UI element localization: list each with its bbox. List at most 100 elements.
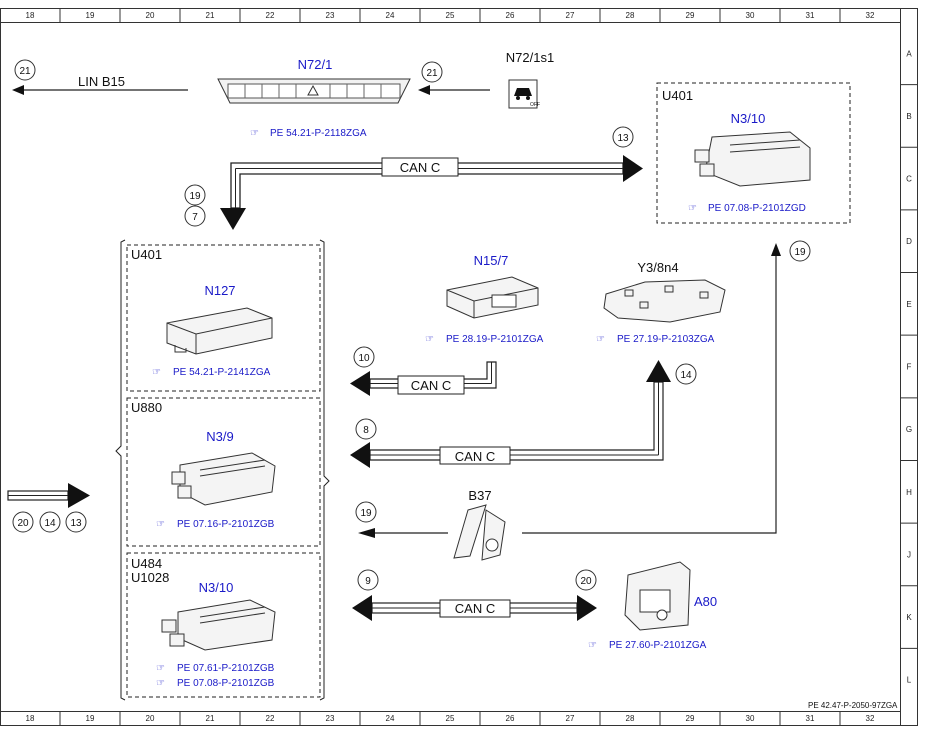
y3-8n4-label: Y3/8n4	[637, 260, 678, 275]
n3-10-left-ref2: PE 07.08-P-2101ZGB	[177, 678, 275, 689]
n3-10-left-ref1: PE 07.61-P-2101ZGB	[177, 663, 275, 674]
n72-1-control-panel: N72/1 ☞ PE 54.21-P-2118ZGA	[217, 57, 411, 139]
footer-reference: PE 42.47-P-2050-97ZGA	[808, 701, 898, 710]
pointer-hand-icon: ☞	[425, 334, 434, 345]
grid-column-label-bottom: 29	[686, 714, 695, 723]
a80-module: A80 ☞ PE 27.60-P-2101ZGA	[588, 561, 717, 651]
circle-7-left: 7	[192, 212, 198, 223]
grid-column-label-top: 20	[146, 11, 155, 20]
circle-20-a80: 20	[580, 576, 592, 587]
accelerator-pedal-icon	[453, 504, 506, 561]
can-c-a80-bus: CAN C 9 20	[352, 569, 597, 621]
can-c-y3-bus: CAN C 8 14	[350, 360, 697, 468]
can-c-top-label: CAN C	[400, 160, 440, 175]
pointer-hand-icon: ☞	[250, 128, 259, 139]
b37-label: B37	[468, 488, 491, 503]
grid-row-label: L	[907, 676, 912, 685]
grid-column-label-top: 23	[326, 11, 335, 20]
lin-connection: 21 LIN B15	[12, 59, 188, 95]
can-c-a80-label: CAN C	[455, 601, 495, 616]
n3-9-ref: PE 07.16-P-2101ZGB	[177, 519, 275, 530]
grid-column-label-top: 24	[386, 11, 395, 20]
b37-to-u401-line: 19	[522, 240, 811, 534]
u880-group-label: U880	[131, 400, 162, 415]
u401-left-group-label: U401	[131, 247, 162, 262]
circle-13-top: 13	[617, 133, 629, 144]
grid-column-label-bottom: 23	[326, 714, 335, 723]
circle-19-left: 19	[189, 191, 201, 202]
u1028-group-label: U1028	[131, 570, 169, 585]
n127-label: N127	[204, 283, 235, 298]
lin-label: LIN B15	[78, 74, 125, 89]
u484-group-label: U484	[131, 556, 162, 571]
left-module-bracket	[115, 239, 330, 701]
u880-group: U880 N3/9 ☞ PE 07.16-P-2101ZGB	[126, 397, 321, 547]
grid-column-label-top: 26	[506, 11, 515, 20]
ecu-icon	[694, 131, 811, 187]
ecu-icon	[171, 452, 276, 506]
pointer-hand-icon: ☞	[156, 678, 165, 689]
grid-column-label-top: 27	[566, 11, 575, 20]
grid-column-label-bottom: 32	[866, 714, 875, 723]
grid-row-label: K	[906, 613, 912, 622]
grid-column-label-top: 31	[806, 11, 815, 20]
pointer-hand-icon: ☞	[152, 367, 161, 378]
circle-8: 8	[363, 425, 369, 436]
u401-left-group: U401 N127 ☞ PE 54.21-P-2141ZGA	[126, 244, 321, 392]
grid-row-label: B	[906, 112, 911, 121]
switch-circle-label: 21	[426, 68, 438, 79]
grid-column-label-top: 19	[86, 11, 95, 20]
valve-body-icon	[603, 279, 726, 323]
can-c-n15-label: CAN C	[411, 378, 451, 393]
a80-label: A80	[694, 594, 717, 609]
circle-14-y3: 14	[680, 370, 692, 381]
pointer-hand-icon: ☞	[588, 640, 597, 651]
grid-row-label: E	[906, 300, 911, 309]
n15-7-label: N15/7	[474, 253, 509, 268]
can-c-y3-label: CAN C	[455, 449, 495, 464]
y3-8n4-ref: PE 27.19-P-2103ZGA	[617, 334, 715, 345]
u401-top-group-label: U401	[662, 88, 693, 103]
grid-column-label-top: 28	[626, 11, 635, 20]
grid-border: 1818191920202121222223232424252526262727…	[26, 8, 917, 725]
grid-column-label-bottom: 24	[386, 714, 395, 723]
grid-column-label-bottom: 31	[806, 714, 815, 723]
pointer-hand-icon: ☞	[688, 203, 697, 214]
grid-column-label-top: 21	[206, 11, 215, 20]
n72-1s1-label: N72/1s1	[506, 50, 554, 65]
circle-20-in: 20	[17, 518, 29, 529]
can-c-n15-bus: CAN C 10	[350, 346, 497, 396]
grid-column-label-bottom: 20	[146, 714, 155, 723]
grid-column-label-bottom: 22	[266, 714, 275, 723]
grid-row-label: A	[906, 49, 912, 58]
hazard-icon	[307, 84, 319, 96]
grid-column-label-bottom: 25	[446, 714, 455, 723]
grid-row-label: F	[907, 363, 912, 372]
n3-9-label: N3/9	[206, 429, 233, 444]
grid-column-label-top: 30	[746, 11, 755, 20]
n3-10-top-ref: PE 07.08-P-2101ZGD	[708, 203, 806, 214]
grid-row-label: C	[906, 175, 912, 184]
grid-column-label-top: 29	[686, 11, 695, 20]
u401-top-group: U401 N3/10 ☞ PE 07.08-P-2101ZGD	[656, 82, 851, 224]
pointer-hand-icon: ☞	[156, 663, 165, 674]
n127-ref: PE 54.21-P-2141ZGA	[173, 367, 271, 378]
grid-column-label-top: 32	[866, 11, 875, 20]
n72-1s1-switch: 21 N72/1s1 OFF	[418, 50, 554, 109]
a80-ref: PE 27.60-P-2101ZGA	[609, 640, 707, 651]
grid-column-label-bottom: 28	[626, 714, 635, 723]
b37-pedal: B37 19	[355, 488, 506, 561]
switch-off-text: OFF	[530, 102, 540, 108]
pointer-hand-icon: ☞	[156, 519, 165, 530]
circle-19-right: 19	[794, 247, 806, 258]
y3-8n4-module: Y3/8n4 ☞ PE 27.19-P-2103ZGA	[596, 260, 726, 345]
grid-column-label-top: 18	[26, 11, 35, 20]
grid-column-label-top: 25	[446, 11, 455, 20]
gear-selector-icon	[624, 561, 691, 631]
circle-14-in: 14	[44, 518, 56, 529]
grid-column-label-bottom: 19	[86, 714, 95, 723]
grid-row-label: G	[906, 425, 912, 434]
grid-column-label-bottom: 30	[746, 714, 755, 723]
n72-1-label: N72/1	[298, 57, 333, 72]
